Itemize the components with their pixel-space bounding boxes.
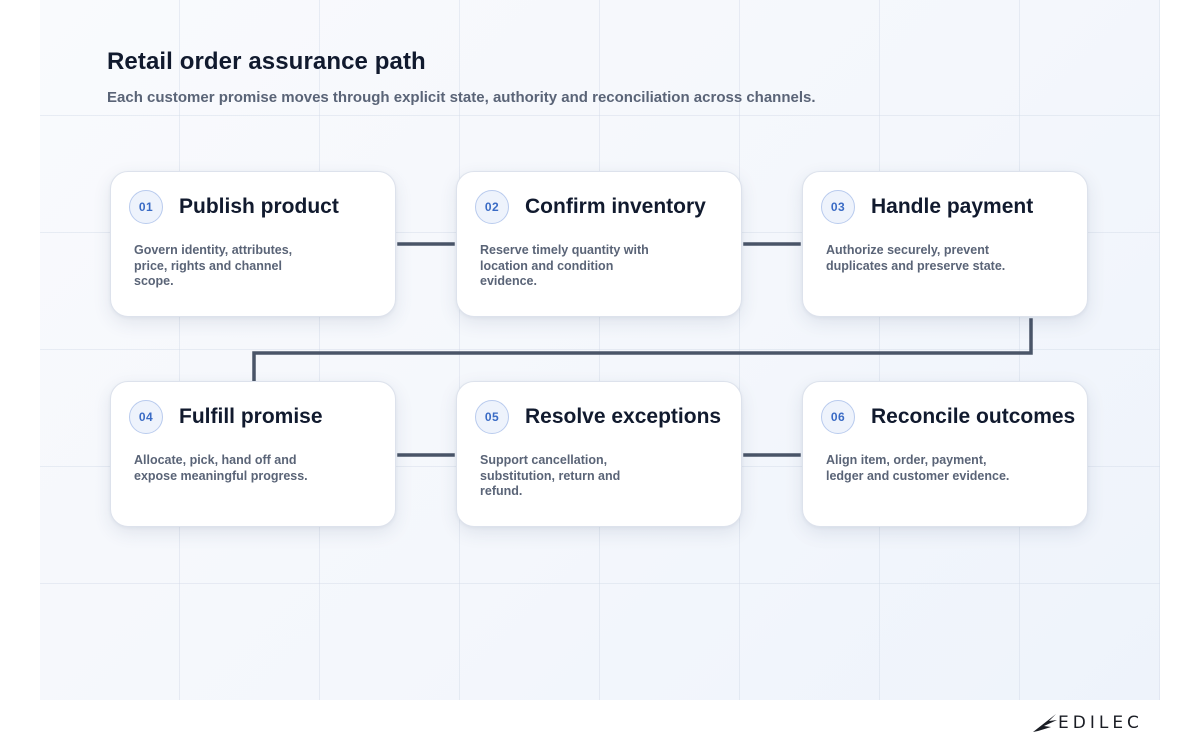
step-number-badge: 01 — [129, 190, 163, 224]
step-number-badge: 03 — [821, 190, 855, 224]
brand-logo: EDILEC — [1032, 712, 1154, 734]
diagram-canvas — [40, 0, 1160, 700]
step-description: Support cancellation, substitution, retu… — [480, 453, 621, 498]
step-description: Align item, order, payment, ledger and c… — [826, 453, 1010, 483]
step-card-04: 04 Fulfill promise Allocate, pick, hand … — [110, 381, 396, 527]
connector-03-04 — [252, 318, 1033, 382]
background-grid — [40, 0, 1160, 700]
step-title: Confirm inventory — [525, 195, 706, 218]
step-title: Handle payment — [871, 195, 1034, 218]
step-card-02: 02 Confirm inventory Reserve timely quan… — [456, 171, 742, 317]
step-number-badge: 05 — [475, 400, 509, 434]
step-card-05: 05 Resolve exceptions Support cancellati… — [456, 381, 742, 527]
step-number-badge: 06 — [821, 400, 855, 434]
step-title: Reconcile outcomes — [871, 405, 1076, 428]
step-title: Resolve exceptions — [525, 405, 722, 428]
step-description: Allocate, pick, hand off and expose mean… — [134, 453, 308, 483]
step-card-03: 03 Handle payment Authorize securely, pr… — [802, 171, 1088, 317]
step-number-badge: 04 — [129, 400, 163, 434]
step-title: Fulfill promise — [179, 405, 323, 428]
step-title: Publish product — [179, 195, 339, 218]
page-title: Retail order assurance path — [107, 48, 426, 75]
page-subtitle: Each customer promise moves through expl… — [107, 89, 816, 106]
step-description: Authorize securely, prevent duplicates a… — [826, 243, 1006, 273]
step-card-06: 06 Reconcile outcomes Align item, order,… — [802, 381, 1088, 527]
wing-icon — [1033, 714, 1057, 732]
step-description: Reserve timely quantity with location an… — [480, 243, 649, 288]
step-card-01: 01 Publish product Govern identity, attr… — [110, 171, 396, 317]
logo-wordmark: EDILEC — [1058, 713, 1143, 733]
step-description: Govern identity, attributes, price, righ… — [134, 243, 293, 288]
step-number-badge: 02 — [475, 190, 509, 224]
